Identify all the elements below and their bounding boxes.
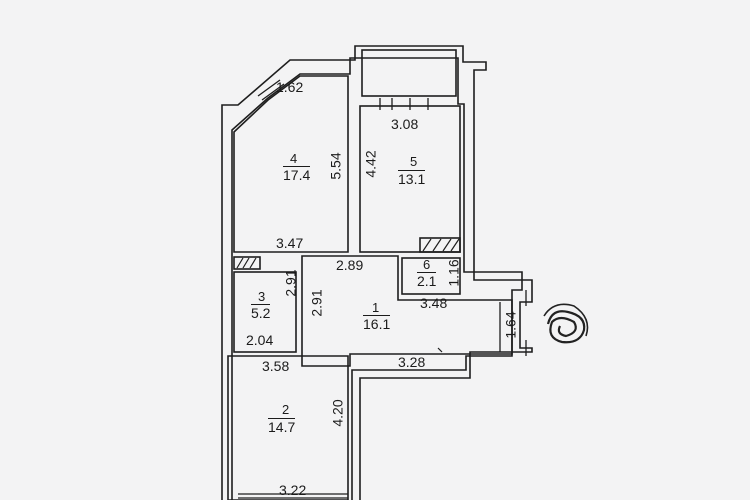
room-1-number: 1: [372, 300, 380, 315]
outer-wall-inner: [231, 57, 523, 500]
dim-hall-right: 3.48: [420, 295, 448, 311]
dim-r4-height: 5.54: [327, 152, 344, 180]
room-1-outline: [301, 255, 513, 367]
dim-r5-top: 3.08: [391, 116, 419, 132]
room-4-number: 4: [290, 151, 298, 166]
room-5-area: 13.1: [398, 170, 426, 187]
room-1-area: 16.1: [363, 315, 391, 332]
room-4-area: 17.4: [283, 166, 311, 183]
room-5-number: 5: [410, 154, 418, 169]
dim-r2-top: 3.58: [262, 358, 290, 374]
vent-right: [419, 237, 461, 253]
room-3-outline: [233, 271, 297, 353]
dim-door-width: 1.64: [502, 311, 519, 339]
room-6-outline: [401, 257, 461, 295]
outer-wall: [221, 45, 533, 500]
dim-r4-top: 1.62: [276, 79, 304, 95]
room-4-outline: [233, 75, 349, 253]
dim-r5-height: 4.42: [362, 150, 379, 178]
dim-hall-bottom: 3.28: [398, 354, 426, 370]
dim-r4-bottom: 3.47: [276, 235, 304, 251]
dim-hall-top: 2.89: [336, 257, 364, 273]
room-6-area: 2.1: [417, 272, 437, 289]
room-2-outline: [227, 355, 349, 500]
vent-left: [233, 256, 261, 270]
room-2-area: 14.7: [268, 418, 296, 435]
room-3-area: 5.2: [251, 304, 271, 321]
dim-r6-height: 1.16: [445, 259, 462, 287]
dim-hall-left: 2.91: [308, 289, 325, 317]
dim-r3-bottom: 2.04: [246, 332, 274, 348]
room-3-number: 3: [258, 289, 266, 304]
dim-r2-height: 4.20: [329, 399, 346, 427]
dim-r2-bottom: 3.22: [279, 482, 307, 498]
dim-r3-height: 2.91: [282, 269, 299, 297]
room-2-number: 2: [282, 402, 290, 417]
room-6-number: 6: [423, 257, 431, 272]
scribble-mark: [543, 303, 589, 344]
balcony: [361, 49, 457, 97]
